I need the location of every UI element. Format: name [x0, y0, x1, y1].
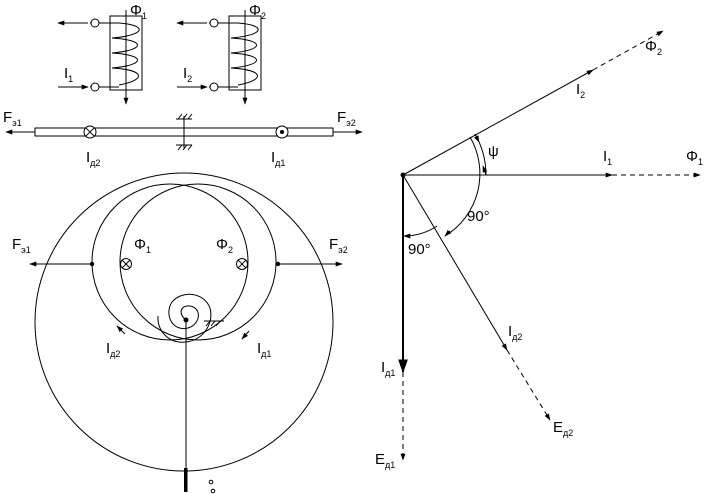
disk-flux-left-label: Φ1 — [134, 236, 151, 255]
scale-mark-lower — [210, 488, 216, 494]
coil-1-terminal-top — [90, 18, 100, 28]
rod-current-left-label: Iд2 — [86, 149, 100, 168]
vec-psi-label: ψ — [488, 143, 499, 160]
coil-1-winding — [111, 22, 140, 86]
coil-2-terminal-bottom — [209, 82, 219, 92]
outer-disk-circle — [34, 172, 334, 472]
disk-assembly — [29, 172, 343, 494]
disk-force-left-label: Fэ1 — [12, 236, 31, 255]
disk-flux-right-label: Φ2 — [216, 236, 233, 255]
left-eddy-loop — [91, 183, 249, 341]
scale-mark-upper — [208, 479, 214, 485]
coil2-flux-label: Φ2 — [249, 2, 266, 21]
angle-90-right-arc — [444, 136, 481, 237]
right-eddy-loop — [119, 183, 277, 341]
coil-2-terminal-top — [209, 18, 219, 28]
rod-force-left-label: Fэ1 — [3, 109, 22, 128]
vec-disk-current2-label: Iд2 — [508, 323, 522, 342]
vec-current2-label: I2 — [576, 81, 585, 100]
labels: Φ1 Φ2 I1 I2 Fэ1 Fэ2 Iд2 Iд1 Fэ1 Fэ2 Φ1 Φ… — [3, 2, 703, 470]
disk-current-left-label: Iд2 — [106, 340, 120, 359]
rod-force-right-label: Fэ2 — [337, 109, 356, 128]
pointer-tip — [184, 468, 188, 492]
coil-2 — [176, 10, 262, 105]
disk-force-right-label: Fэ2 — [329, 236, 348, 255]
disk-current-right-label: Iд1 — [257, 340, 271, 359]
coil-2-winding — [230, 22, 259, 86]
rod-assembly — [5, 113, 363, 151]
vec-disk-current1-label: Iд1 — [381, 359, 395, 378]
phasor-diagram — [398, 30, 701, 461]
flux2-cross-icon — [236, 258, 248, 270]
vec-angle-right-label: 90° — [467, 208, 490, 225]
coil-1-terminal-bottom — [90, 82, 100, 92]
phasor-i2 — [402, 69, 594, 176]
coil1-flux-label: Φ1 — [130, 2, 147, 21]
vec-flux1-label: Φ1 — [686, 148, 703, 167]
phasor-emf2 — [506, 349, 551, 421]
vec-flux2-label: Φ2 — [645, 38, 662, 57]
coil-1 — [57, 10, 143, 105]
vec-angle-left-label: 90° — [408, 241, 431, 258]
flux1-cross-icon — [120, 258, 132, 270]
phasor-id2 — [402, 174, 508, 351]
rod-current-right-label: Iд1 — [271, 149, 285, 168]
vec-emf1-label: Eд1 — [375, 451, 395, 470]
spring-anchor-icon — [204, 320, 224, 327]
phasor-flux2 — [592, 30, 664, 71]
cross-current-icon — [83, 125, 97, 139]
rod-pivot-icon — [176, 113, 193, 151]
coil1-current-label: I1 — [64, 65, 73, 84]
right-loop-current-arrow — [241, 330, 250, 340]
dot-current-icon — [275, 125, 289, 139]
coil2-current-label: I2 — [183, 65, 192, 84]
vec-current1-label: I1 — [603, 148, 612, 167]
vec-emf2-label: Eд2 — [553, 419, 573, 438]
angle-90-left-arc — [402, 225, 438, 237]
left-loop-current-arrow — [116, 325, 126, 335]
